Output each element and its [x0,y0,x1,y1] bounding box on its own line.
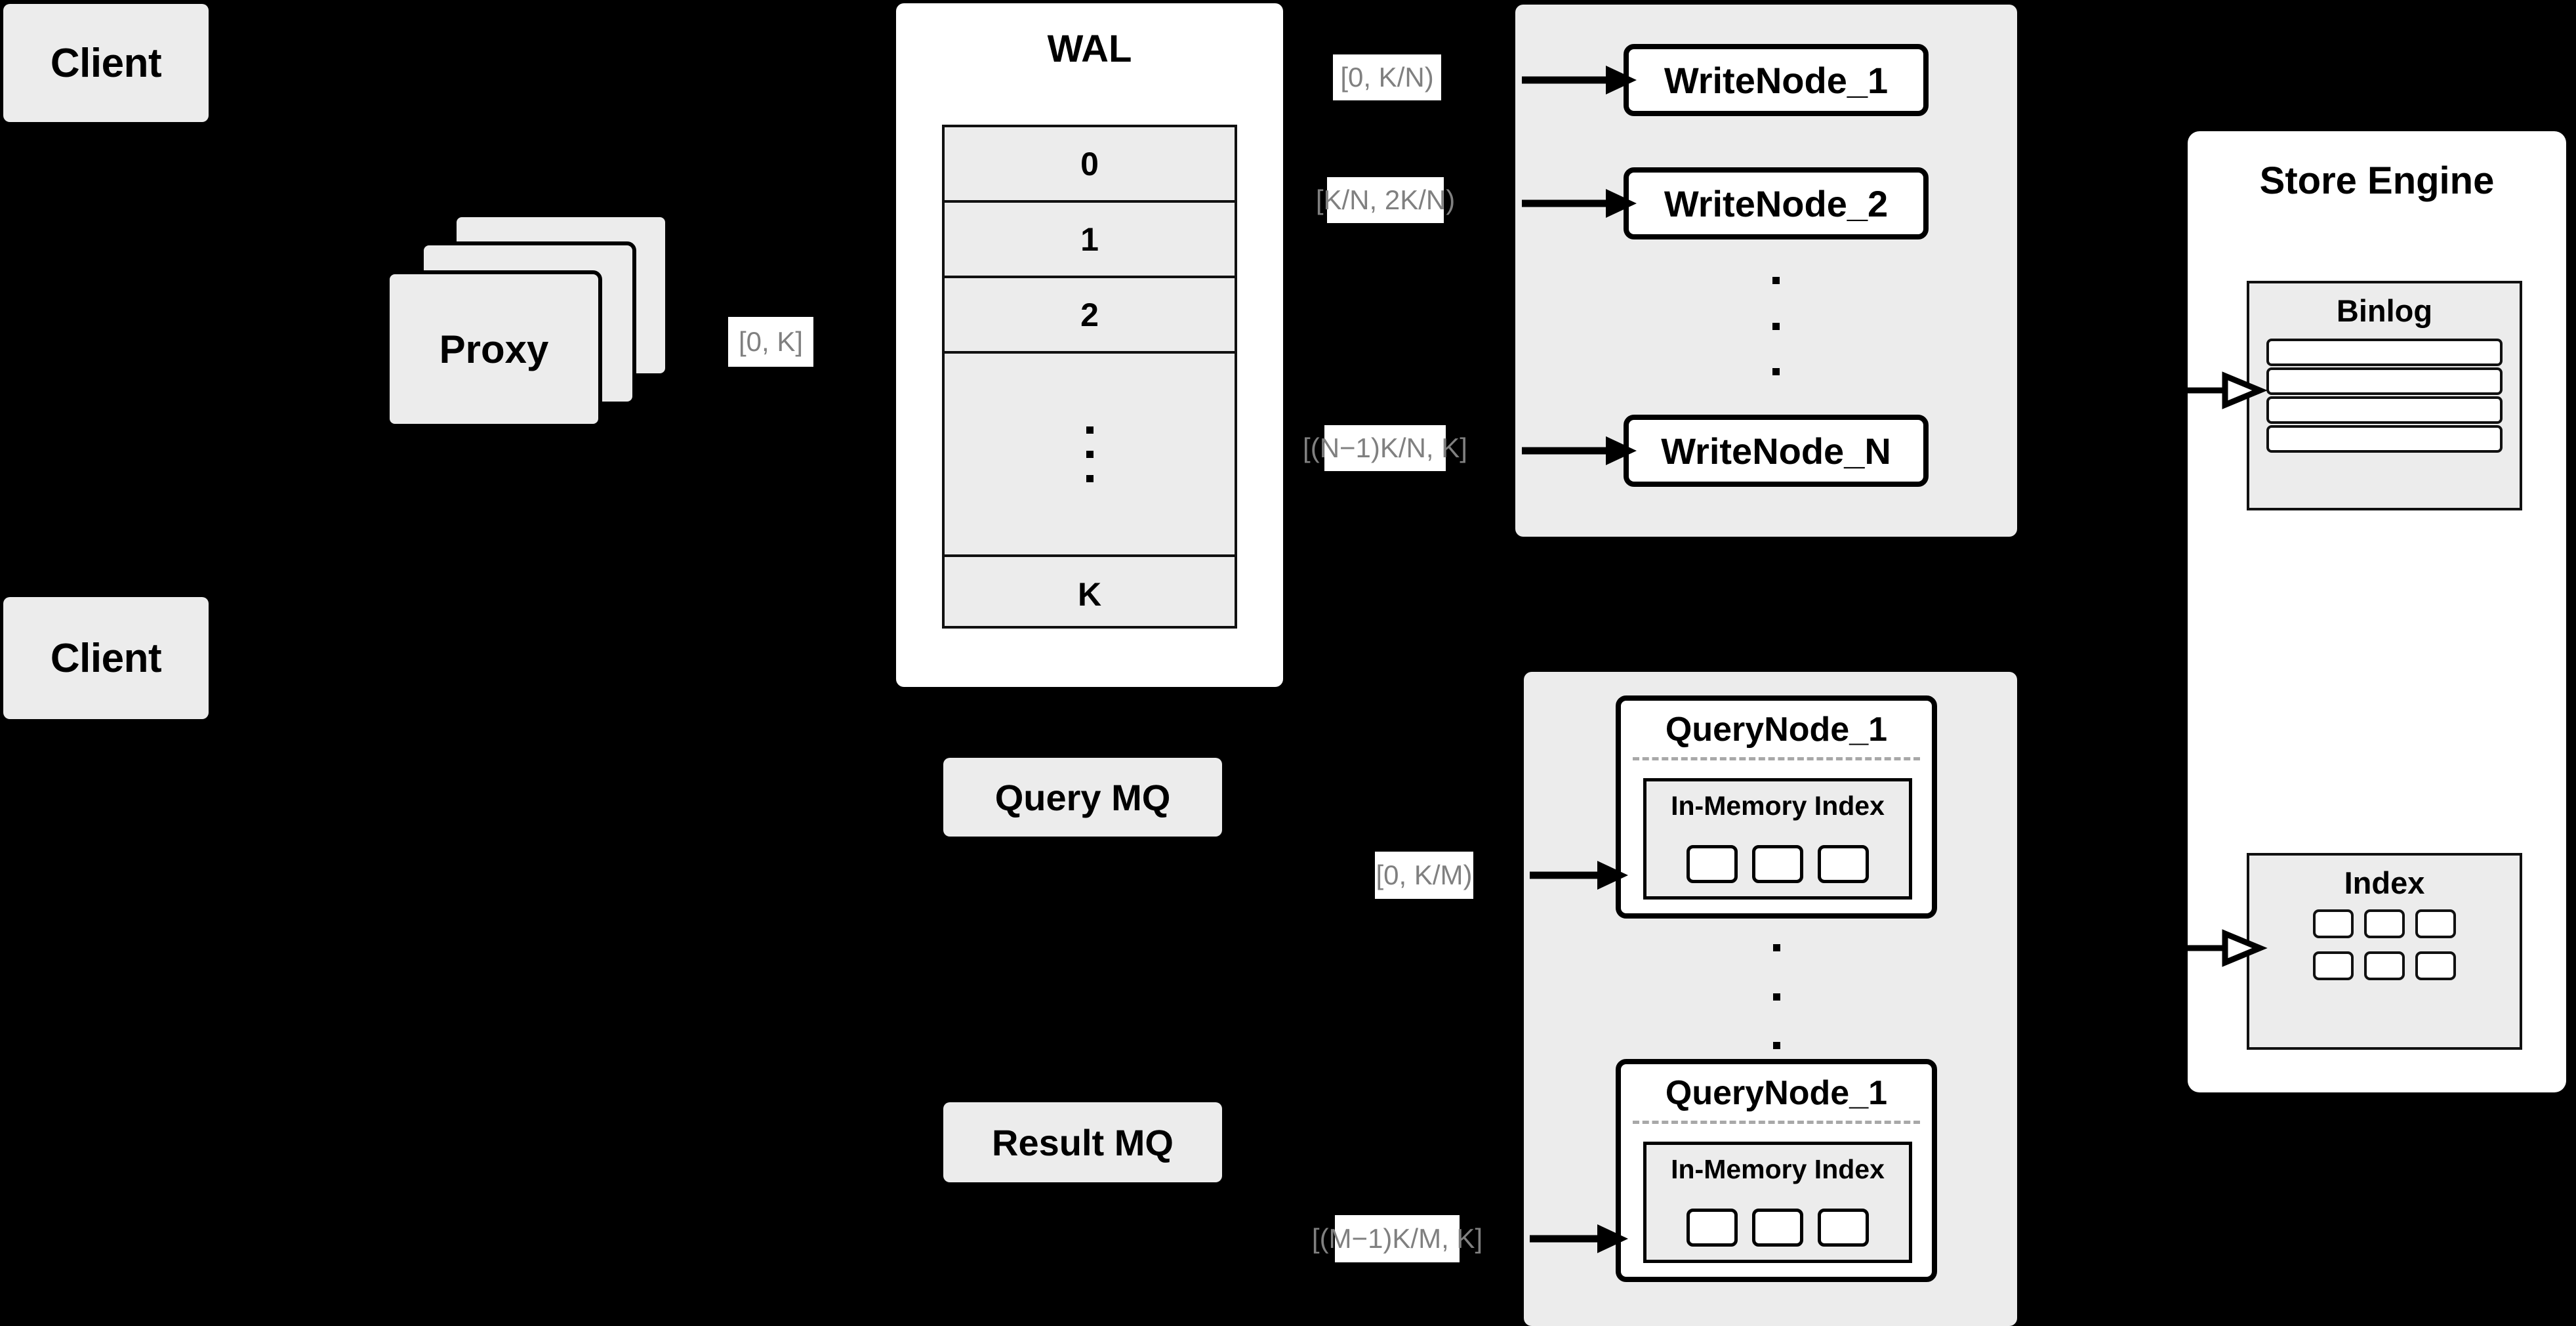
index-box: Index [2247,853,2522,1050]
range-label-write-node-n: [(N−1)K/N, K] [1303,425,1467,471]
range-label-text: [(N−1)K/N, K] [1303,432,1467,463]
client-label: Client [50,635,162,681]
ellipsis-dot [1772,944,1780,951]
arrow-to-index [2184,929,2268,967]
wal-table: 0 1 2 K [942,125,1237,629]
arrow-to-binlog [2184,371,2268,409]
range-label-text: [(M−1)K/M, K] [1311,1223,1483,1254]
arrow-to-write-node-2 [1522,189,1637,218]
index-cell [2313,951,2354,980]
index-cell [2415,951,2456,980]
binlog-box: Binlog [2247,281,2522,510]
query-node-title: QueryNode_1 [1665,1074,1888,1112]
index-row [2268,951,2501,980]
proxy-label: Proxy [439,327,549,371]
wal-panel: WAL 0 1 2 K [896,3,1283,687]
in-memory-index-cells [1646,845,1909,883]
client-label: Client [50,40,162,86]
in-memory-index-cells [1646,1209,1909,1247]
binlog-row [2266,396,2503,424]
wal-row: 0 [945,127,1235,203]
binlog-rows [2266,339,2503,453]
range-label-write-node-1: [0, K/N) [1333,54,1441,100]
in-memory-index-box-1: In-Memory Index [1643,778,1912,900]
write-node-label: WriteNode_2 [1664,182,1889,224]
binlog-row [2266,425,2503,453]
write-node-label: WriteNode_N [1661,430,1891,472]
binlog-row [2266,339,2503,366]
query-node-title: QueryNode_1 [1665,711,1888,749]
wal-row: 1 [945,203,1235,278]
write-node-2[interactable]: WriteNode_2 [1624,167,1929,239]
index-cell [2415,909,2456,938]
query-node-m[interactable]: QueryNode_1 In-Memory Index [1616,1059,1937,1282]
range-label-write-node-2: [K/N, 2K/N) [1316,177,1455,223]
query-mq-label: Query MQ [994,776,1171,818]
write-node-label: WriteNode_1 [1664,59,1889,101]
range-label-query-node-1: [0, K/M) [1375,852,1473,899]
client-box-1[interactable]: Client [3,4,209,122]
write-node-cluster: WriteNode_1 WriteNode_2 WriteNode_N [1515,5,2017,537]
wal-row: 2 [945,278,1235,354]
write-node-n[interactable]: WriteNode_N [1624,415,1929,487]
wal-row-ellipsis [945,354,1235,557]
write-node-ellipsis [1624,277,1929,375]
index-grid [2268,909,2501,980]
ellipsis-dot [1772,993,1780,1001]
result-mq-box[interactable]: Result MQ [943,1102,1222,1182]
binlog-title: Binlog [2336,293,2433,328]
range-label-text: [0, K] [738,326,804,357]
query-node-1[interactable]: QueryNode_1 In-Memory Index [1616,695,1937,919]
index-cell [1752,1209,1803,1247]
arrow-to-write-node-1 [1522,66,1637,94]
index-title: Index [2344,865,2425,900]
binlog-row [2266,367,2503,395]
wal-title: WAL [1047,28,1132,70]
proxy-box[interactable]: Proxy [386,270,602,428]
range-label-text: [0, K/M) [1376,860,1473,890]
ellipsis-dot [1772,368,1780,375]
store-engine-title: Store Engine [2259,159,2495,202]
index-cell [1752,845,1803,883]
query-node-ellipsis [1616,944,1937,1049]
result-mq-label: Result MQ [992,1121,1174,1163]
index-row [2268,909,2501,938]
in-memory-index-title: In-Memory Index [1671,791,1885,821]
write-node-1[interactable]: WriteNode_1 [1624,44,1929,116]
arrow-to-query-node-m [1530,1224,1628,1253]
query-node-divider [1633,757,1920,760]
index-cell [1818,845,1869,883]
range-label-proxy-to-wal: [0, K] [728,317,813,367]
ellipsis-dot [1772,277,1780,284]
arrow-to-write-node-n [1522,436,1637,465]
ellipsis-dot [1086,474,1094,482]
index-cell [1687,845,1738,883]
store-engine-panel: Store Engine Binlog Index [2188,131,2566,1092]
ellipsis-dot [1086,426,1094,434]
index-cell [1818,1209,1869,1247]
range-label-text: [0, K/N) [1340,62,1434,93]
arrow-to-query-node-1 [1530,861,1628,890]
index-cell [2364,951,2405,980]
index-cell [2313,909,2354,938]
ellipsis-dot [1772,322,1780,330]
ellipsis-dot [1772,1042,1780,1049]
wal-row: K [1077,575,1102,613]
range-label-query-node-m: [(M−1)K/M, K] [1312,1215,1482,1262]
ellipsis-dot [1086,450,1094,458]
in-memory-index-title: In-Memory Index [1671,1154,1885,1184]
client-box-2[interactable]: Client [3,597,209,719]
in-memory-index-box-2: In-Memory Index [1643,1142,1912,1263]
index-cell [1687,1209,1738,1247]
index-cell [2364,909,2405,938]
query-node-divider [1633,1121,1920,1124]
query-node-cluster: QueryNode_1 In-Memory Index QueryNode_1 [1524,672,2017,1326]
query-mq-box[interactable]: Query MQ [943,758,1222,837]
range-label-text: [K/N, 2K/N) [1315,184,1456,215]
